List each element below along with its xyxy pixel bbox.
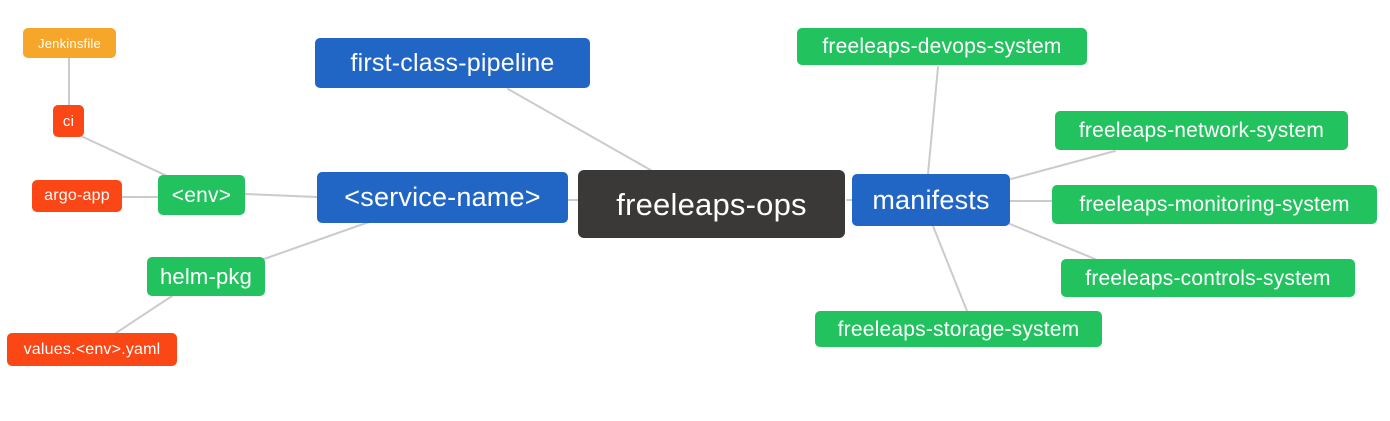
mindmap-node-freeleaps-controls-system[interactable]: freeleaps-controls-system — [1061, 259, 1355, 297]
mindmap-node-manifests[interactable]: manifests — [852, 174, 1010, 226]
edge-values-env-yaml-helm-pkg — [115, 295, 173, 334]
edge-env-service-name — [244, 193, 318, 198]
mindmap-node-env[interactable]: <env> — [158, 175, 245, 215]
edge-manifests-freeleaps-devops-system — [927, 66, 939, 175]
node-label: freeleaps-controls-system — [1085, 266, 1331, 290]
node-label: Jenkinsfile — [38, 35, 101, 51]
mindmap-node-jenkinsfile[interactable]: Jenkinsfile — [23, 28, 116, 58]
mindmap-node-freeleaps-monitoring-system[interactable]: freeleaps-monitoring-system — [1052, 185, 1377, 224]
node-label: manifests — [872, 184, 990, 215]
node-label: helm-pkg — [159, 263, 253, 289]
mindmap-node-argo-app[interactable]: argo-app — [32, 180, 122, 212]
edge-manifests-freeleaps-storage-system — [932, 225, 968, 312]
node-label: freeleaps-devops-system — [822, 35, 1062, 58]
mindmap-node-freeleaps-network-system[interactable]: freeleaps-network-system — [1055, 111, 1348, 150]
mindmap-node-freeleaps-devops-system[interactable]: freeleaps-devops-system — [797, 28, 1087, 65]
node-label: freeleaps-monitoring-system — [1079, 193, 1350, 216]
node-label: argo-app — [44, 187, 110, 204]
node-label: values.<env>.yaml — [23, 340, 161, 358]
node-label: <service-name> — [344, 182, 541, 212]
mindmap-node-values-env-yaml[interactable]: values.<env>.yaml — [7, 333, 177, 366]
mindmap-node-first-class-pipeline[interactable]: first-class-pipeline — [315, 38, 590, 88]
mindmap-node-freeleaps-ops[interactable]: freeleaps-ops — [578, 170, 845, 238]
edge-manifests-freeleaps-network-system — [1010, 150, 1116, 180]
edge-first-class-pipeline-freeleaps-ops — [507, 88, 655, 173]
node-label: freeleaps-network-system — [1078, 119, 1325, 142]
mindmap-node-ci[interactable]: ci — [53, 105, 84, 137]
edge-ci-env — [80, 135, 168, 177]
edge-manifests-freeleaps-controls-system — [1009, 223, 1096, 260]
node-label: <env> — [171, 183, 232, 207]
mindmap-node-helm-pkg[interactable]: helm-pkg — [147, 257, 265, 296]
mindmap-node-freeleaps-storage-system[interactable]: freeleaps-storage-system — [815, 311, 1102, 347]
edge-helm-pkg-service-name — [263, 221, 370, 260]
node-label: first-class-pipeline — [350, 48, 555, 77]
mindmap-node-service-name[interactable]: <service-name> — [317, 172, 568, 223]
node-label: ci — [62, 112, 75, 130]
node-label: freeleaps-storage-system — [837, 317, 1080, 341]
node-label: freeleaps-ops — [616, 186, 807, 222]
